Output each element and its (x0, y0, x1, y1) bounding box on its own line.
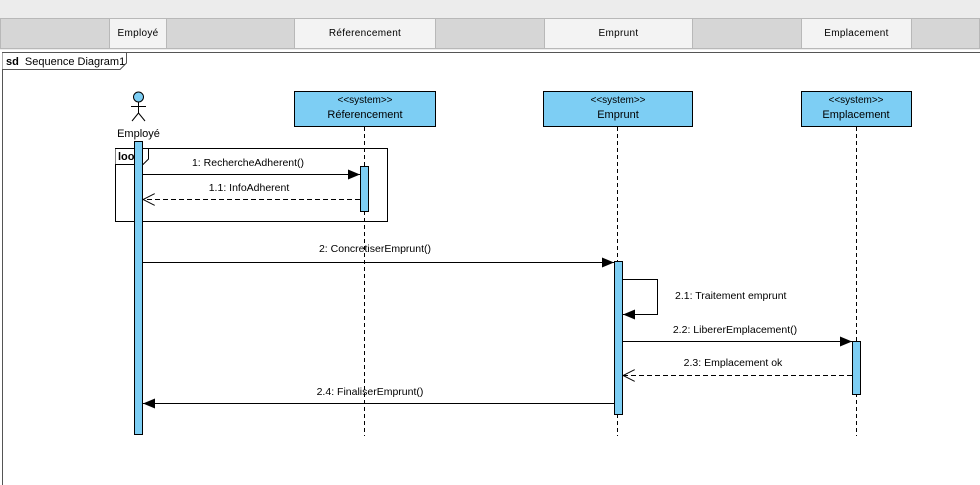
column-header-bar: Employé Réferencement Emprunt Emplacemen… (0, 0, 980, 50)
diagram-frame: sd Sequence Diagram1 (2, 52, 980, 485)
message-label: 2.4: FinaliserEmprunt() (317, 386, 424, 398)
actor-name: Employé (117, 128, 160, 140)
actor-employe[interactable]: Employé (117, 91, 160, 140)
message-label: 2.3: Emplacement ok (684, 357, 783, 369)
activation-bar-employe[interactable] (134, 141, 143, 435)
frame-title-tab (2, 52, 127, 70)
message-label: 1: RechercheAdherent() (192, 157, 304, 169)
header-spacer (0, 18, 110, 49)
message-traitement-emprunt[interactable]: 2.1: Traitement emprunt (623, 279, 787, 320)
message-label: 2.1: Traitement emprunt (675, 290, 787, 302)
lifeline-stereotype: <<system>> (590, 95, 645, 106)
lifeline-box-emprunt[interactable]: <<system>> Emprunt (543, 91, 693, 127)
frame-title: Sequence Diagram1 (25, 56, 125, 68)
lifeline-box-emplacement[interactable]: <<system>> Emplacement (801, 91, 912, 127)
activation-bar-referencement[interactable] (360, 166, 369, 212)
lifeline-stereotype: <<system>> (337, 95, 392, 106)
message-info-adherent[interactable]: 1.1: InfoAdherent (143, 182, 360, 200)
message-label: 2.2: LibererEmplacement() (673, 324, 797, 336)
message-liberer-emplacement[interactable]: 2.2: LibererEmplacement() (623, 324, 852, 347)
activation-bar-emprunt[interactable] (614, 261, 623, 415)
message-emplacement-ok[interactable]: 2.3: Emplacement ok (623, 357, 852, 376)
header-column-employe[interactable]: Employé (109, 18, 167, 49)
message-finaliser-emprunt[interactable]: 2.4: FinaliserEmprunt() (143, 386, 614, 409)
actor-stick-figure-icon (131, 91, 146, 122)
header-spacer (911, 18, 980, 49)
message-concretiser-emprunt[interactable]: 2: ConcretiserEmprunt() (143, 243, 614, 268)
header-column-referencement[interactable]: Réferencement (294, 18, 436, 49)
header-spacer (166, 18, 295, 49)
message-label: 2: ConcretiserEmprunt() (319, 243, 431, 255)
lifeline-stereotype: <<system>> (828, 95, 883, 106)
activation-bar-emplacement[interactable] (852, 341, 861, 395)
svg-text:sd Sequence Diagram1: sd Sequence Diagram1 (6, 56, 125, 68)
frame-keyword: sd (6, 56, 19, 68)
lifeline-name: Emplacement (822, 109, 889, 121)
lifeline-name: Emprunt (597, 109, 639, 121)
lifeline-name: Réferencement (327, 109, 402, 121)
message-recherche-adherent[interactable]: 1: RechercheAdherent() (143, 157, 360, 180)
lifeline-box-referencement[interactable]: <<system>> Réferencement (294, 91, 436, 127)
message-label: 1.1: InfoAdherent (209, 182, 290, 194)
